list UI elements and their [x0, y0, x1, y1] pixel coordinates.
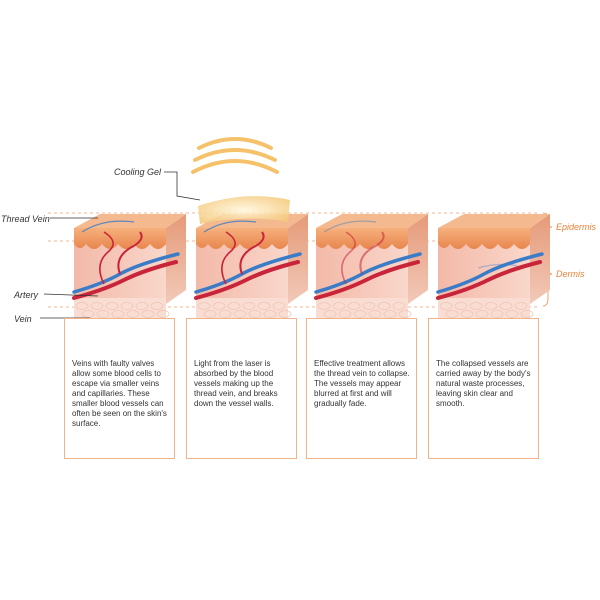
block-top-face [316, 214, 428, 228]
fat-cell [90, 302, 104, 310]
epidermis-label: Epidermis [556, 222, 597, 232]
cooling-gel-leader [164, 171, 201, 201]
skin-block-4 [436, 214, 550, 320]
fat-cell [272, 302, 286, 310]
fat-cell [469, 302, 483, 310]
fat-cell [105, 302, 119, 310]
fat-cell [338, 310, 352, 318]
artery-vessel [436, 260, 542, 300]
dermis-label: Dermis [556, 269, 585, 279]
block-side-face [288, 214, 308, 304]
artery-vessel [314, 260, 420, 300]
panel-3-text: Effective treatment allows the thread ve… [314, 359, 410, 408]
fat-cell [460, 310, 474, 318]
thread-vein-label: Thread Vein [1, 214, 50, 224]
fat-cell [96, 310, 110, 318]
fat-cell [81, 310, 95, 318]
fat-cell [227, 302, 241, 310]
fat-cell [377, 302, 391, 310]
surface-capillary [81, 220, 135, 233]
fat-cell [197, 302, 211, 310]
fat-cell [141, 310, 155, 318]
fat-cell [475, 310, 489, 318]
fat-cell [323, 310, 337, 318]
fat-cell [248, 310, 262, 318]
fat-cell [368, 310, 382, 318]
fat-cell [332, 302, 346, 310]
fat-cell [383, 310, 397, 318]
cooling-gel [198, 196, 290, 224]
fat-cell [454, 302, 468, 310]
skin-block-2 [194, 196, 308, 320]
capillary [341, 231, 356, 285]
fat-cell [362, 302, 376, 310]
thread-vein [117, 231, 143, 275]
fat-cell [445, 310, 459, 318]
faded-vessel [477, 263, 519, 269]
fat-cell [257, 302, 271, 310]
fat-cell [212, 302, 226, 310]
artery-label: Artery [14, 290, 39, 300]
fat-cell [218, 310, 232, 318]
vein-vessel [436, 252, 544, 294]
fat-cell [263, 310, 277, 318]
surface-capillary [323, 220, 377, 233]
thread-vein [239, 231, 265, 275]
fat-cell [150, 302, 164, 310]
panel-4-description: The collapsed vessels are carried away b… [428, 318, 539, 459]
artery-vessel [72, 260, 178, 300]
panel-3-description: Effective treatment allows the thread ve… [306, 318, 417, 459]
block-side-face [408, 214, 428, 304]
fat-cell [317, 302, 331, 310]
panel-1-description: Veins with faulty valves allow some bloo… [64, 318, 175, 459]
fat-cell [347, 302, 361, 310]
fat-cell [353, 310, 367, 318]
fat-cell [126, 310, 140, 318]
fat-cell [156, 310, 170, 318]
fat-cell [499, 302, 513, 310]
capillary [99, 231, 114, 285]
fat-cell [398, 310, 412, 318]
fat-cell [505, 310, 519, 318]
panel-1-text: Veins with faulty valves allow some bloo… [72, 359, 167, 428]
skin-block-1 [72, 214, 186, 320]
block-top-face [438, 214, 550, 228]
fat-cell [135, 302, 149, 310]
panel-4-text: The collapsed vessels are carried away b… [436, 359, 531, 408]
fat-cell [203, 310, 217, 318]
fat-cell [439, 302, 453, 310]
laser-light-waves [191, 137, 279, 174]
surface-capillary [203, 220, 257, 233]
fat-cell [278, 310, 292, 318]
epidermis-layer [196, 228, 288, 249]
thread-vein [359, 231, 385, 275]
vein-label: Vein [14, 314, 32, 324]
block-side-face [166, 214, 186, 304]
epidermis-layer [74, 228, 166, 249]
fat-cell [484, 302, 498, 310]
panel-2-description: Light from the laser is absorbed by the … [186, 318, 297, 459]
panel-2-text: Light from the laser is absorbed by the … [194, 359, 278, 408]
artery-leader [43, 293, 99, 297]
fat-cell [111, 310, 125, 318]
capillary [221, 231, 236, 285]
epidermis-layer [316, 228, 408, 249]
cooling-gel-label: Cooling Gel [114, 167, 162, 177]
skin-blocks [72, 196, 550, 320]
fat-cell [490, 310, 504, 318]
artery-vessel [194, 260, 300, 300]
epidermis-layer [438, 228, 530, 249]
block-side-face [530, 214, 550, 304]
skin-block-3 [314, 214, 428, 320]
fat-cell [75, 302, 89, 310]
fat-cell [242, 302, 256, 310]
fat-cell [514, 302, 528, 310]
fat-cell [520, 310, 534, 318]
fat-cell [120, 302, 134, 310]
fat-cell [392, 302, 406, 310]
fat-cell [233, 310, 247, 318]
